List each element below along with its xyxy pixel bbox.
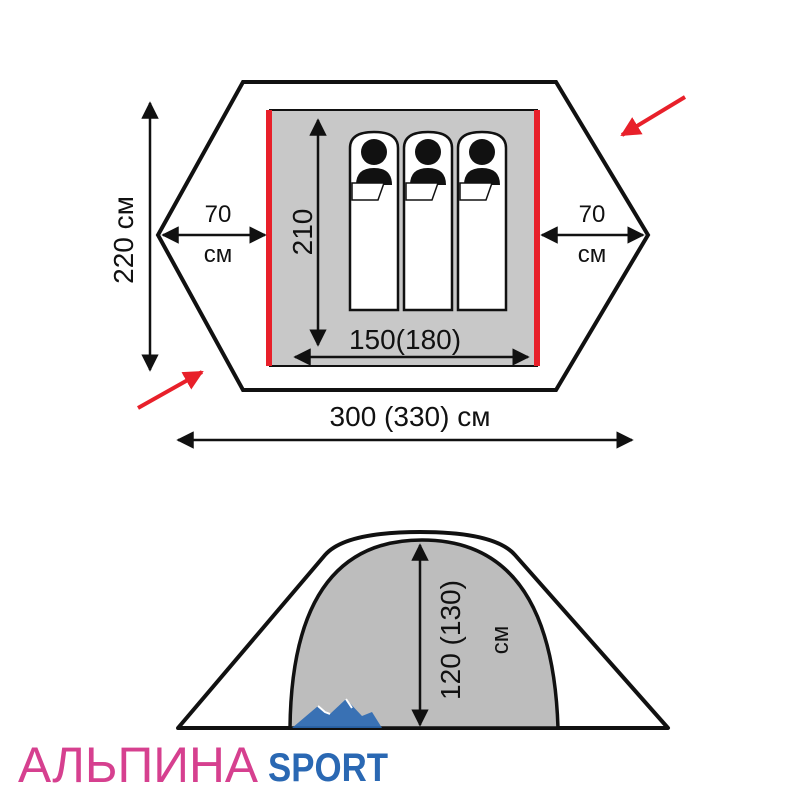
sleeping-bags	[348, 130, 508, 312]
logo-main-text: АЛЬПИНА	[18, 737, 259, 793]
height-label: 120 (130)	[435, 580, 466, 700]
entrance-arrow-left	[137, 370, 204, 410]
side-view: 120 (130) см	[176, 530, 670, 730]
floor-plan: 210 150(180) 70 см 70 см 220 см 300 (330…	[108, 80, 687, 449]
sleeping-bag	[348, 130, 400, 312]
inner-length-label: 210	[287, 209, 318, 256]
height-unit: см	[487, 626, 514, 655]
inner-width-label: 150(180)	[349, 324, 461, 355]
sleeping-bag	[402, 130, 454, 312]
door-left	[266, 110, 272, 366]
vestibule-right-value: 70	[579, 201, 606, 228]
logo-sport-text: SPORT	[268, 746, 388, 790]
total-length-label: 300 (330) см	[330, 401, 491, 432]
vestibule-left-unit: см	[204, 241, 233, 268]
sleeping-bag	[456, 130, 508, 312]
entrance-arrow-right	[620, 95, 687, 137]
brand-logo: АЛЬПИНА SPORT	[18, 698, 388, 793]
mountain-icon	[292, 699, 382, 728]
door-right	[534, 110, 540, 366]
vestibule-left-value: 70	[205, 201, 232, 228]
width-label: 220 см	[108, 196, 139, 284]
vestibule-right-unit: см	[578, 241, 607, 268]
